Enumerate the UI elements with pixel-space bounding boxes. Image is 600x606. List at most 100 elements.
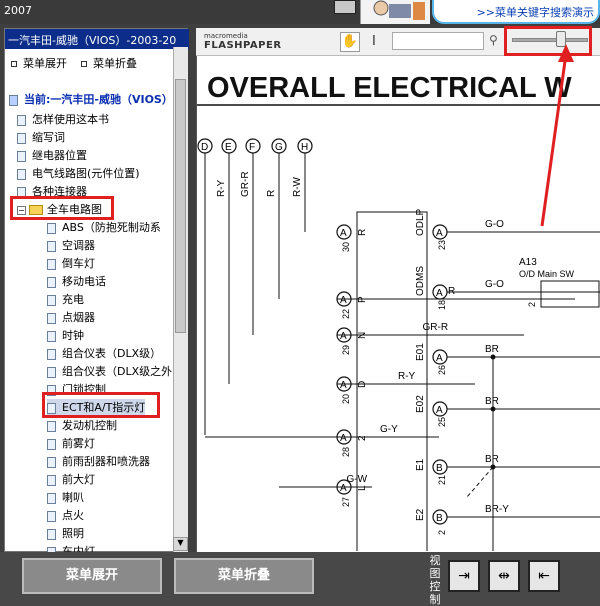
zoom-slider-thumb[interactable]	[556, 31, 566, 47]
tree-item[interactable]: 照明	[47, 525, 84, 542]
component-pin: 2	[527, 302, 537, 307]
connector-label: H	[301, 142, 308, 153]
tree-item[interactable]: 电气线路图(元件位置)	[17, 165, 140, 182]
tree-item[interactable]: 充电	[47, 291, 84, 308]
document-icon	[47, 384, 56, 396]
document-icon	[17, 114, 26, 126]
tree-item[interactable]: 喇叭	[47, 489, 84, 506]
view-collapse-button[interactable]: ⇤	[528, 560, 560, 592]
connector-label: G	[275, 142, 283, 153]
tree-item[interactable]: 点火	[47, 507, 84, 524]
pin-letter: B	[436, 513, 443, 524]
tree-item[interactable]: ECT和A/T指示灯	[47, 399, 146, 416]
tree-item-label: 时钟	[62, 329, 84, 342]
tree-item[interactable]: 前雨刮器和喷洗器	[47, 453, 150, 470]
wire-label: R	[266, 190, 277, 197]
pin-letter: A	[436, 228, 443, 239]
pin-number: 2	[437, 530, 447, 535]
tree-item[interactable]: 继电器位置	[17, 147, 87, 164]
pin-number: 28	[341, 447, 351, 457]
view-split-button[interactable]: ⇹	[488, 560, 520, 592]
tree-item[interactable]: ABS（防抱死制动系	[47, 219, 161, 236]
diagram-title: OVERALL ELECTRICAL W	[207, 72, 572, 104]
document-search-input[interactable]	[392, 32, 484, 50]
view-expand-button[interactable]: ⇥	[448, 560, 480, 592]
tree-item-label: 点烟器	[62, 311, 95, 324]
connector-label: D	[201, 142, 208, 153]
pin-number: 18	[437, 300, 447, 310]
tree-item[interactable]: 各种连接器	[17, 183, 87, 200]
document-icon	[47, 438, 56, 450]
pin-number: 21	[437, 475, 447, 485]
pin-number: 25	[437, 417, 447, 427]
tree-item[interactable]: 前雾灯	[47, 435, 95, 452]
tree-item[interactable]: 移动电话	[47, 273, 106, 290]
scroll-down-button[interactable]: ▼	[173, 537, 188, 551]
tree-item[interactable]: 缩写词	[17, 129, 65, 146]
junction-dot	[490, 354, 496, 360]
expand-all-label: 菜单展开	[23, 57, 67, 70]
document-icon	[47, 312, 56, 324]
tree-item[interactable]: 组合仪表（DLX级）	[47, 345, 161, 362]
text-select-icon[interactable]: I	[372, 34, 376, 49]
pin-number: 26	[437, 365, 447, 375]
pin-circle	[336, 224, 352, 240]
tree-item-label: 照明	[62, 527, 84, 540]
flashpaper-document	[196, 28, 600, 552]
tree-item[interactable]: 怎样使用这本书	[17, 111, 109, 128]
tree-item[interactable]: 时钟	[47, 327, 84, 344]
tree-current-node[interactable]: 当前:一汽丰田-威驰（VIOS）-2	[9, 91, 185, 108]
pin-name: R	[357, 229, 368, 236]
tree-item[interactable]: −全车电路图	[17, 201, 102, 218]
connector-label: E	[225, 142, 232, 153]
search-demo-banner[interactable]: >>菜单关键字搜索演示	[432, 0, 600, 24]
square-icon	[81, 61, 87, 67]
pin-number: 22	[341, 309, 351, 319]
document-icon	[17, 150, 26, 162]
tree-item[interactable]: 空调器	[47, 237, 95, 254]
pin-letter: A	[436, 288, 443, 299]
wire-label: G-O	[485, 279, 504, 290]
expand-all-link[interactable]: 菜单展开	[11, 55, 67, 71]
tree-item[interactable]: 组合仪表（DLX级之外	[47, 363, 172, 380]
collapse-menu-button[interactable]: 菜单折叠	[174, 558, 314, 594]
pin-letter: A	[340, 380, 347, 391]
collapse-toggle-icon[interactable]: −	[17, 205, 26, 215]
document-icon	[17, 132, 26, 144]
tree-item[interactable]: 点烟器	[47, 309, 95, 326]
search-demo-link[interactable]: >>菜单关键字搜索演示	[476, 6, 594, 19]
scrollbar-thumb[interactable]	[175, 79, 186, 333]
tree-item[interactable]: 发动机控制	[47, 417, 117, 434]
tree-item[interactable]: 倒车灯	[47, 255, 95, 272]
document-icon	[47, 402, 56, 414]
year-label: 2007	[4, 4, 32, 17]
tree-item-label: ECT和A/T指示灯	[62, 401, 146, 414]
menu-sidebar: 一汽丰田-威驰（VIOS）-2003-20 菜单展开 菜单折叠 当前:一汽丰田-…	[4, 28, 189, 558]
hand-tool-icon[interactable]: ✋	[340, 32, 360, 52]
document-icon	[47, 240, 56, 252]
pin-name: E01	[415, 343, 426, 361]
expand-menu-button[interactable]: 菜单展开	[22, 558, 162, 594]
document-icon	[47, 456, 56, 468]
collapse-all-link[interactable]: 菜单折叠	[81, 55, 137, 71]
tree-item-label: 组合仪表（DLX级之外	[62, 365, 173, 378]
zoom-slider-track[interactable]	[512, 38, 588, 42]
tree-item-label: 前雨刮器和喷洗器	[62, 455, 150, 468]
document-icon	[47, 528, 56, 540]
top-small-button[interactable]	[334, 0, 356, 14]
split-arrows-icon: ⇹	[498, 568, 510, 584]
tree-item-label: 发动机控制	[62, 419, 117, 432]
pin-number: 23	[437, 240, 447, 250]
sidebar-title: 一汽丰田-威驰（VIOS）-2003-20	[5, 29, 189, 49]
pin-name: L	[357, 485, 368, 491]
tree-item-label: 倒车灯	[62, 257, 95, 270]
ecu-box	[356, 211, 428, 551]
tree-item-label: 充电	[62, 293, 84, 306]
tree-item-label: 缩写词	[32, 131, 65, 144]
junction-dot	[490, 464, 496, 470]
tree-item[interactable]: 前大灯	[47, 471, 95, 488]
current-label: 当前:一汽丰田-威驰（VIOS）-2	[24, 93, 186, 106]
pin-letter: A	[340, 228, 347, 239]
tree-item-label: 喇叭	[62, 491, 84, 504]
magnifier-icon[interactable]: ⚲	[489, 33, 498, 47]
